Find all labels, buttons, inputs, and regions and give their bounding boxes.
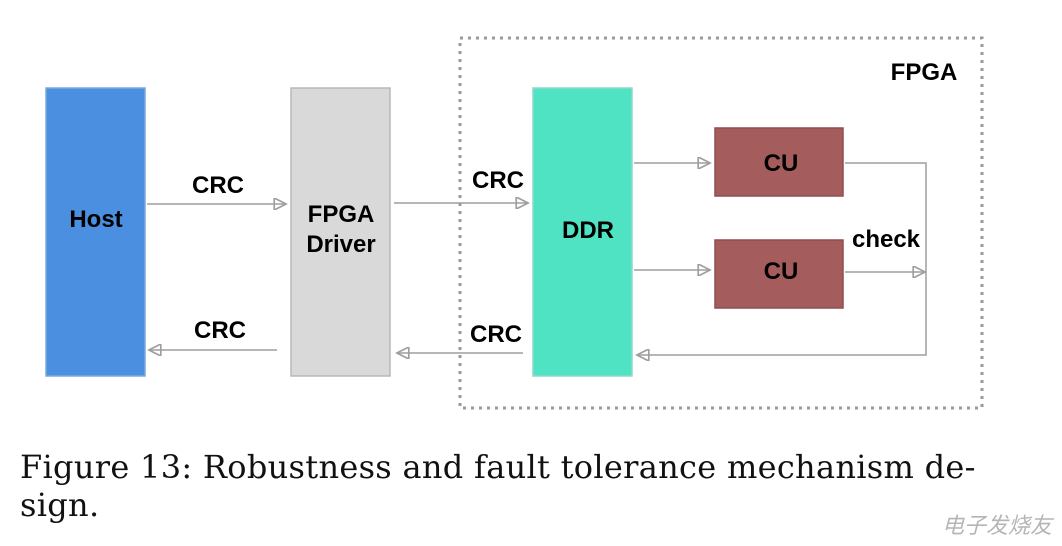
arrow-check-to-ddr bbox=[638, 272, 927, 355]
host-label: Host bbox=[69, 206, 122, 233]
fpga-driver-box bbox=[290, 87, 391, 377]
label-ddr-to-driver: CRC bbox=[470, 321, 522, 348]
caption-line-2: sign. bbox=[20, 486, 100, 524]
label-driver-to-host: CRC bbox=[194, 317, 246, 344]
host-box bbox=[45, 87, 146, 377]
fpga-region bbox=[458, 36, 984, 410]
fpga-driver-label-line1: FPGA bbox=[308, 201, 375, 228]
ddr-box bbox=[532, 87, 633, 377]
label-check: check bbox=[852, 226, 921, 253]
fpga-driver-label-line2: Driver bbox=[306, 231, 375, 258]
cu-box-bottom bbox=[714, 239, 844, 309]
ddr-label: DDR bbox=[562, 217, 614, 244]
label-driver-to-ddr: CRC bbox=[472, 167, 524, 194]
arrow-cu-top-to-check bbox=[845, 162, 927, 272]
cu-label-bottom: CU bbox=[764, 258, 799, 285]
watermark: 电子发烧友 bbox=[941, 514, 1052, 539]
figure-caption: Figure 13: Robustness and fault toleranc… bbox=[20, 448, 1020, 524]
cu-label-top: CU bbox=[764, 150, 799, 177]
label-host-to-driver: CRC bbox=[192, 172, 244, 199]
fpga-region-label: FPGA bbox=[891, 59, 958, 86]
caption-line-1: Figure 13: Robustness and fault toleranc… bbox=[20, 448, 976, 486]
cu-box-top bbox=[714, 127, 844, 197]
